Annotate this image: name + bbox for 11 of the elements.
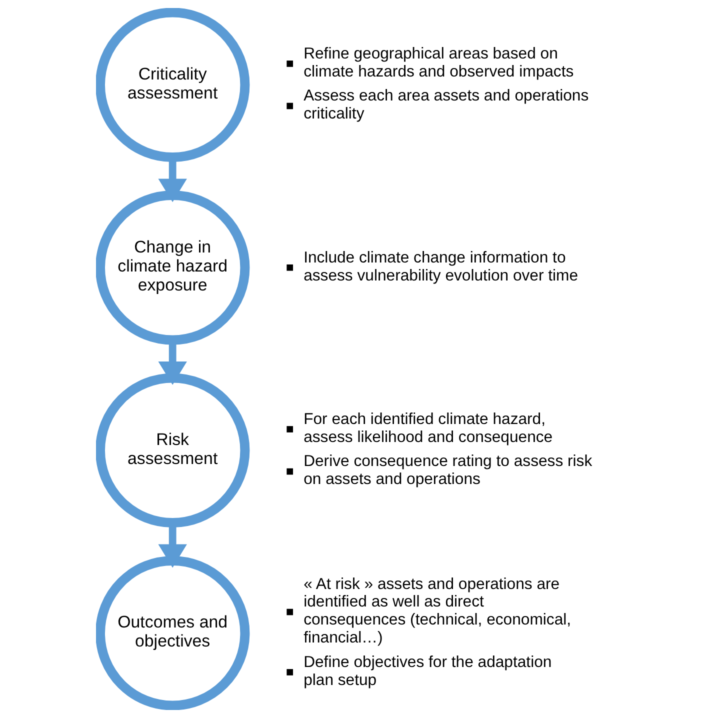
node-label: For each identified climate hazard, assess likelihood and consequence: [303, 410, 552, 446]
node-circle: Outcomes and objectives: [96, 556, 250, 710]
node-label: Refine geographical areas based on climate hazards and observed impacts: [303, 45, 574, 80]
node-label: Define objectives for the adaptation plan setup: [303, 654, 552, 689]
node-circle: Risk assessment: [96, 373, 250, 528]
node-circle: Criticality assessment: [96, 8, 250, 162]
node-label: Include climate change information to assess vulnerability evolution over time: [303, 249, 578, 284]
node-label: Assess each area assets and operations criticality: [303, 88, 588, 123]
node-label: Derive consequence rating to assess risk on assets and operations: [303, 453, 592, 488]
node-circle: Change in climate hazard exposure: [96, 190, 250, 345]
node-label: « At risk » assets and operations are identified as well as direct consequences (technical, economical, financial…): [303, 576, 571, 647]
